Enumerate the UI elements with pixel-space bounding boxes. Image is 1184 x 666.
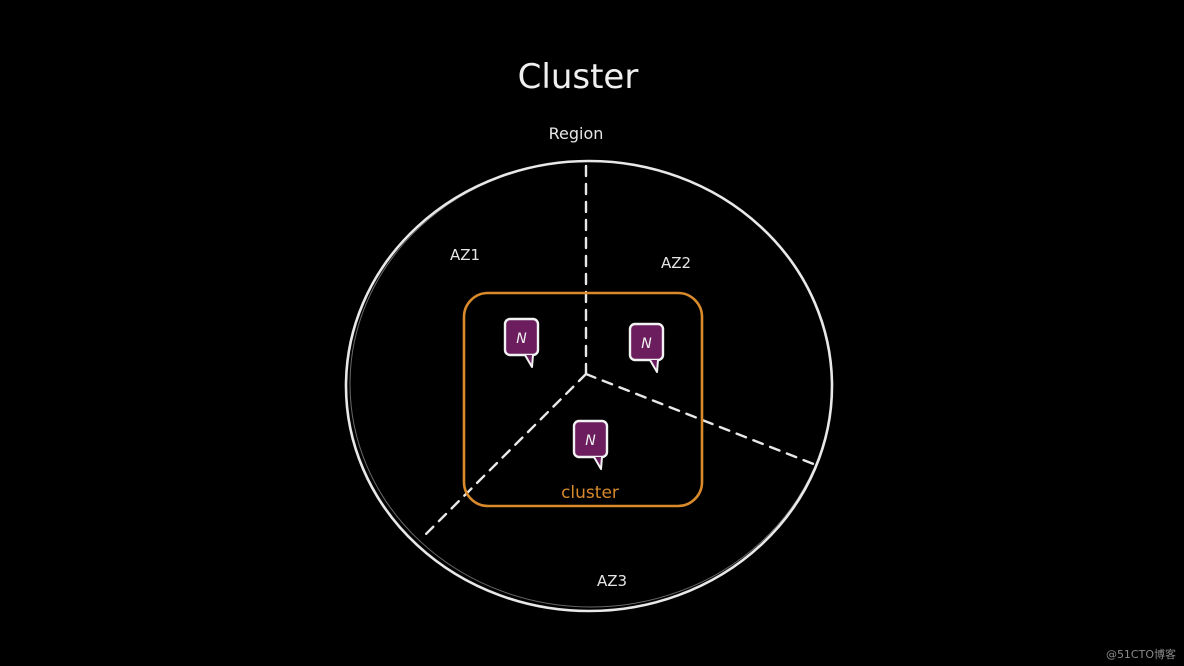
node-3: N: [572, 419, 609, 470]
cluster-box: [462, 291, 704, 508]
watermark: @51CTO博客: [1106, 647, 1176, 661]
zone-label-az2: AZ2: [661, 254, 691, 272]
node-pointer-icon: [524, 354, 534, 368]
node-label: N: [516, 331, 527, 347]
node-icon: [572, 419, 609, 459]
zone-label-az3: AZ3: [597, 572, 627, 590]
node-label: N: [641, 336, 652, 352]
node-icon: [503, 317, 540, 357]
region-circle: [344, 159, 834, 613]
node-2: N: [628, 322, 665, 373]
az-divider-right: [584, 372, 818, 467]
node-icon: [628, 322, 665, 362]
cluster-label: cluster: [561, 483, 619, 503]
node-1: N: [503, 317, 540, 368]
region-label: Region: [549, 124, 604, 143]
az-dividers: [423, 164, 818, 537]
node-pointer-icon: [649, 359, 659, 373]
zone-label-az1: AZ1: [450, 246, 480, 264]
az-divider-left: [423, 372, 588, 537]
node-label: N: [585, 433, 596, 449]
diagram-title: Cluster: [518, 57, 639, 97]
node-pointer-icon: [593, 456, 603, 470]
